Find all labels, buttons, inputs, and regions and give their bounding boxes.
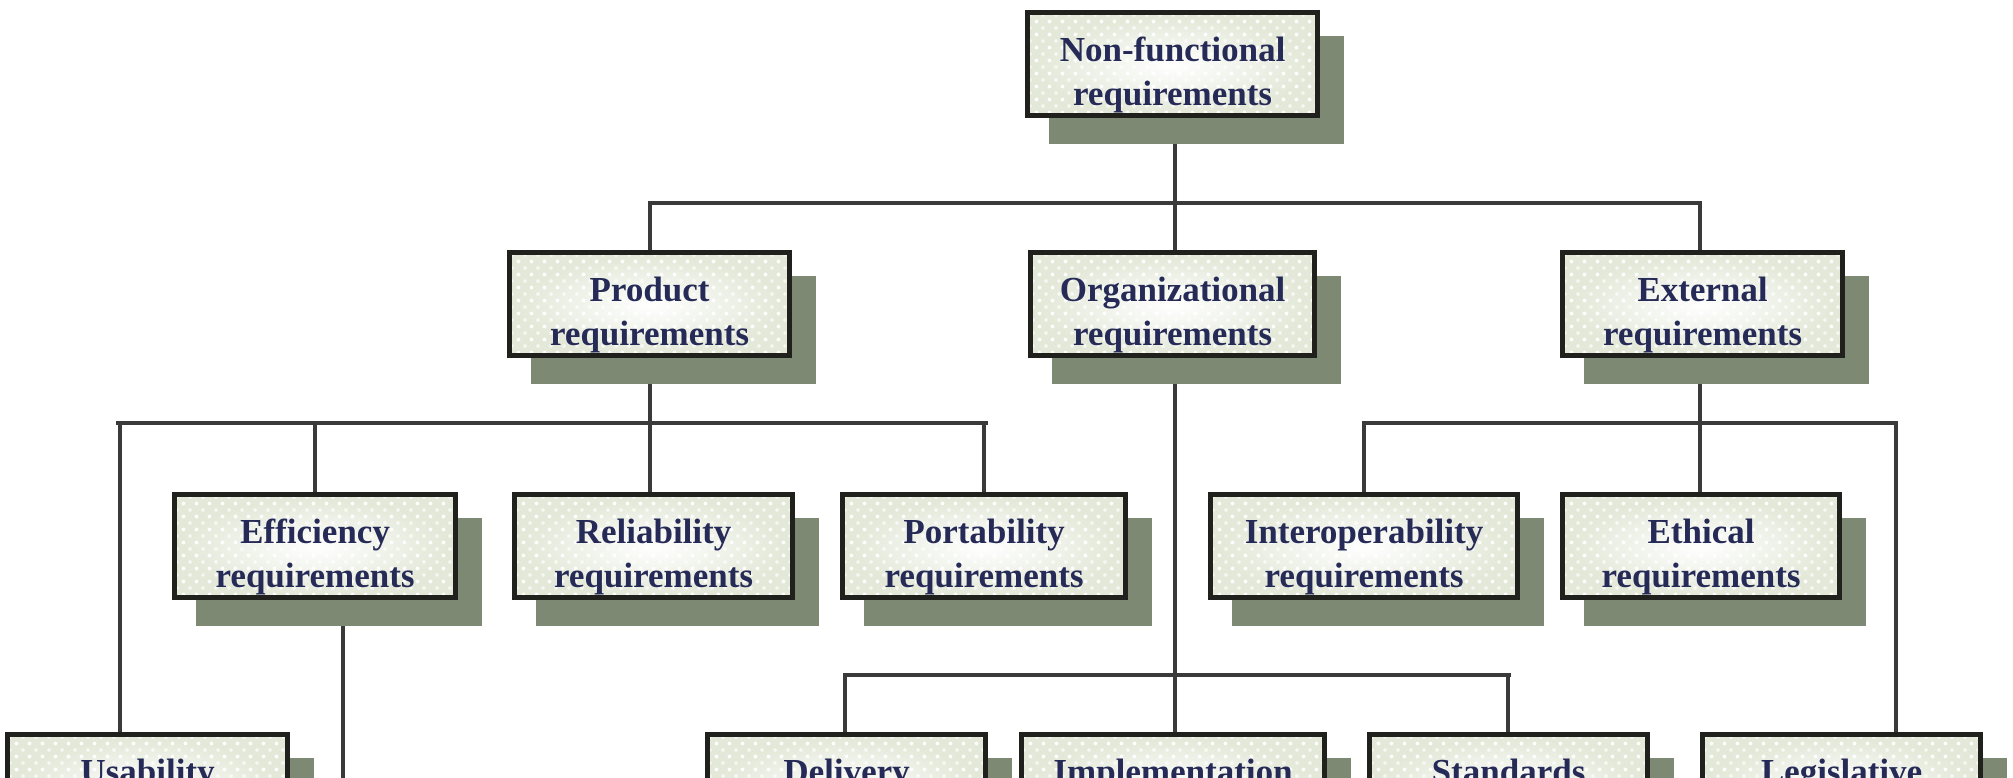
- node-label: requirements: [215, 556, 415, 595]
- node-organizational: Organizational requirements: [1028, 250, 1317, 358]
- node-label: requirements: [554, 556, 753, 595]
- connector-line: [341, 598, 345, 778]
- connector-line: [1362, 421, 1898, 425]
- node-label: requirements: [1601, 556, 1801, 595]
- connector-line: [1698, 356, 1702, 494]
- node-efficiency: Efficiency requirements: [172, 492, 458, 600]
- connector-line: [1173, 356, 1177, 677]
- connector-line: [1894, 421, 1898, 734]
- node-label: Organizational: [1059, 270, 1286, 309]
- connector-line: [1506, 673, 1510, 734]
- connector-line: [1173, 201, 1177, 252]
- node-product: Product requirements: [507, 250, 792, 358]
- node-label: Standards: [1431, 752, 1586, 778]
- node-reliability: Reliability requirements: [512, 492, 795, 600]
- node-label: Efficiency: [240, 512, 390, 551]
- node-label: Non-functional: [1059, 30, 1286, 69]
- connector-line: [1173, 673, 1177, 734]
- connector-line: [118, 421, 122, 734]
- node-label: Ethical: [1647, 512, 1755, 551]
- node-label: Product: [589, 270, 710, 309]
- node-label: Usability: [80, 752, 215, 778]
- node-nonfunctional: Non-functional requirements: [1025, 10, 1320, 118]
- connector-line: [648, 356, 652, 425]
- node-label: Reliability: [575, 512, 732, 551]
- node-label: External: [1637, 270, 1768, 309]
- node-portability: Portability requirements: [840, 492, 1128, 600]
- node-label: requirements: [1073, 74, 1272, 113]
- connector-line: [982, 421, 986, 494]
- node-interoperability: Interoperability requirements: [1208, 492, 1520, 600]
- connector-line: [116, 421, 988, 425]
- connector-line: [648, 201, 652, 252]
- connector-line: [1698, 201, 1702, 252]
- connector-line: [843, 673, 847, 734]
- node-label: Portability: [903, 512, 1065, 551]
- connector-line: [1362, 421, 1366, 494]
- node-standards: Standards: [1367, 732, 1650, 778]
- node-implementation: Implementation: [1019, 732, 1327, 778]
- node-delivery: Delivery: [705, 732, 988, 778]
- node-ethical: Ethical requirements: [1560, 492, 1842, 600]
- node-label: requirements: [1073, 314, 1272, 353]
- node-label: requirements: [1603, 314, 1802, 353]
- node-label: requirements: [550, 314, 749, 353]
- node-label: Implementation: [1053, 752, 1293, 778]
- node-usability: Usability: [5, 732, 290, 778]
- connector-line: [313, 421, 317, 494]
- node-external: External requirements: [1560, 250, 1845, 358]
- node-label: Interoperability: [1244, 512, 1484, 551]
- node-legislative: Legislative: [1700, 732, 1983, 778]
- connector-line: [843, 673, 1511, 677]
- node-label: requirements: [884, 556, 1084, 595]
- node-label: requirements: [1264, 556, 1464, 595]
- node-label: Legislative: [1760, 752, 1923, 778]
- connector-line: [648, 421, 652, 494]
- connector-line: [1173, 116, 1177, 205]
- node-label: Delivery: [783, 752, 910, 778]
